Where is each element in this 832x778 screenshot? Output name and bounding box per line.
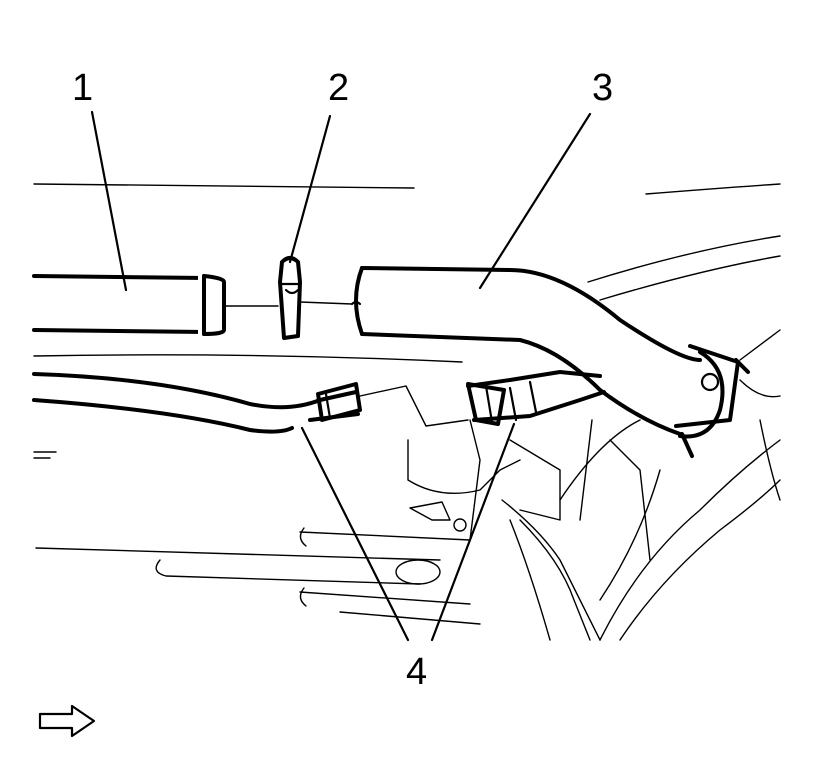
fuel-fill-hose bbox=[350, 266, 750, 458]
fuel-feed-pipe bbox=[32, 370, 606, 434]
callout-3: 3 bbox=[592, 67, 613, 109]
callout-1: 1 bbox=[72, 67, 93, 109]
leader-lines bbox=[90, 110, 592, 642]
callout-4: 4 bbox=[406, 651, 427, 693]
pipe-retainer-clip bbox=[278, 256, 353, 340]
callout-2: 2 bbox=[328, 67, 349, 109]
fuel-pipe-left bbox=[32, 274, 279, 336]
arrow-right-icon bbox=[38, 704, 96, 738]
vehicle-body-outline bbox=[33, 183, 781, 641]
